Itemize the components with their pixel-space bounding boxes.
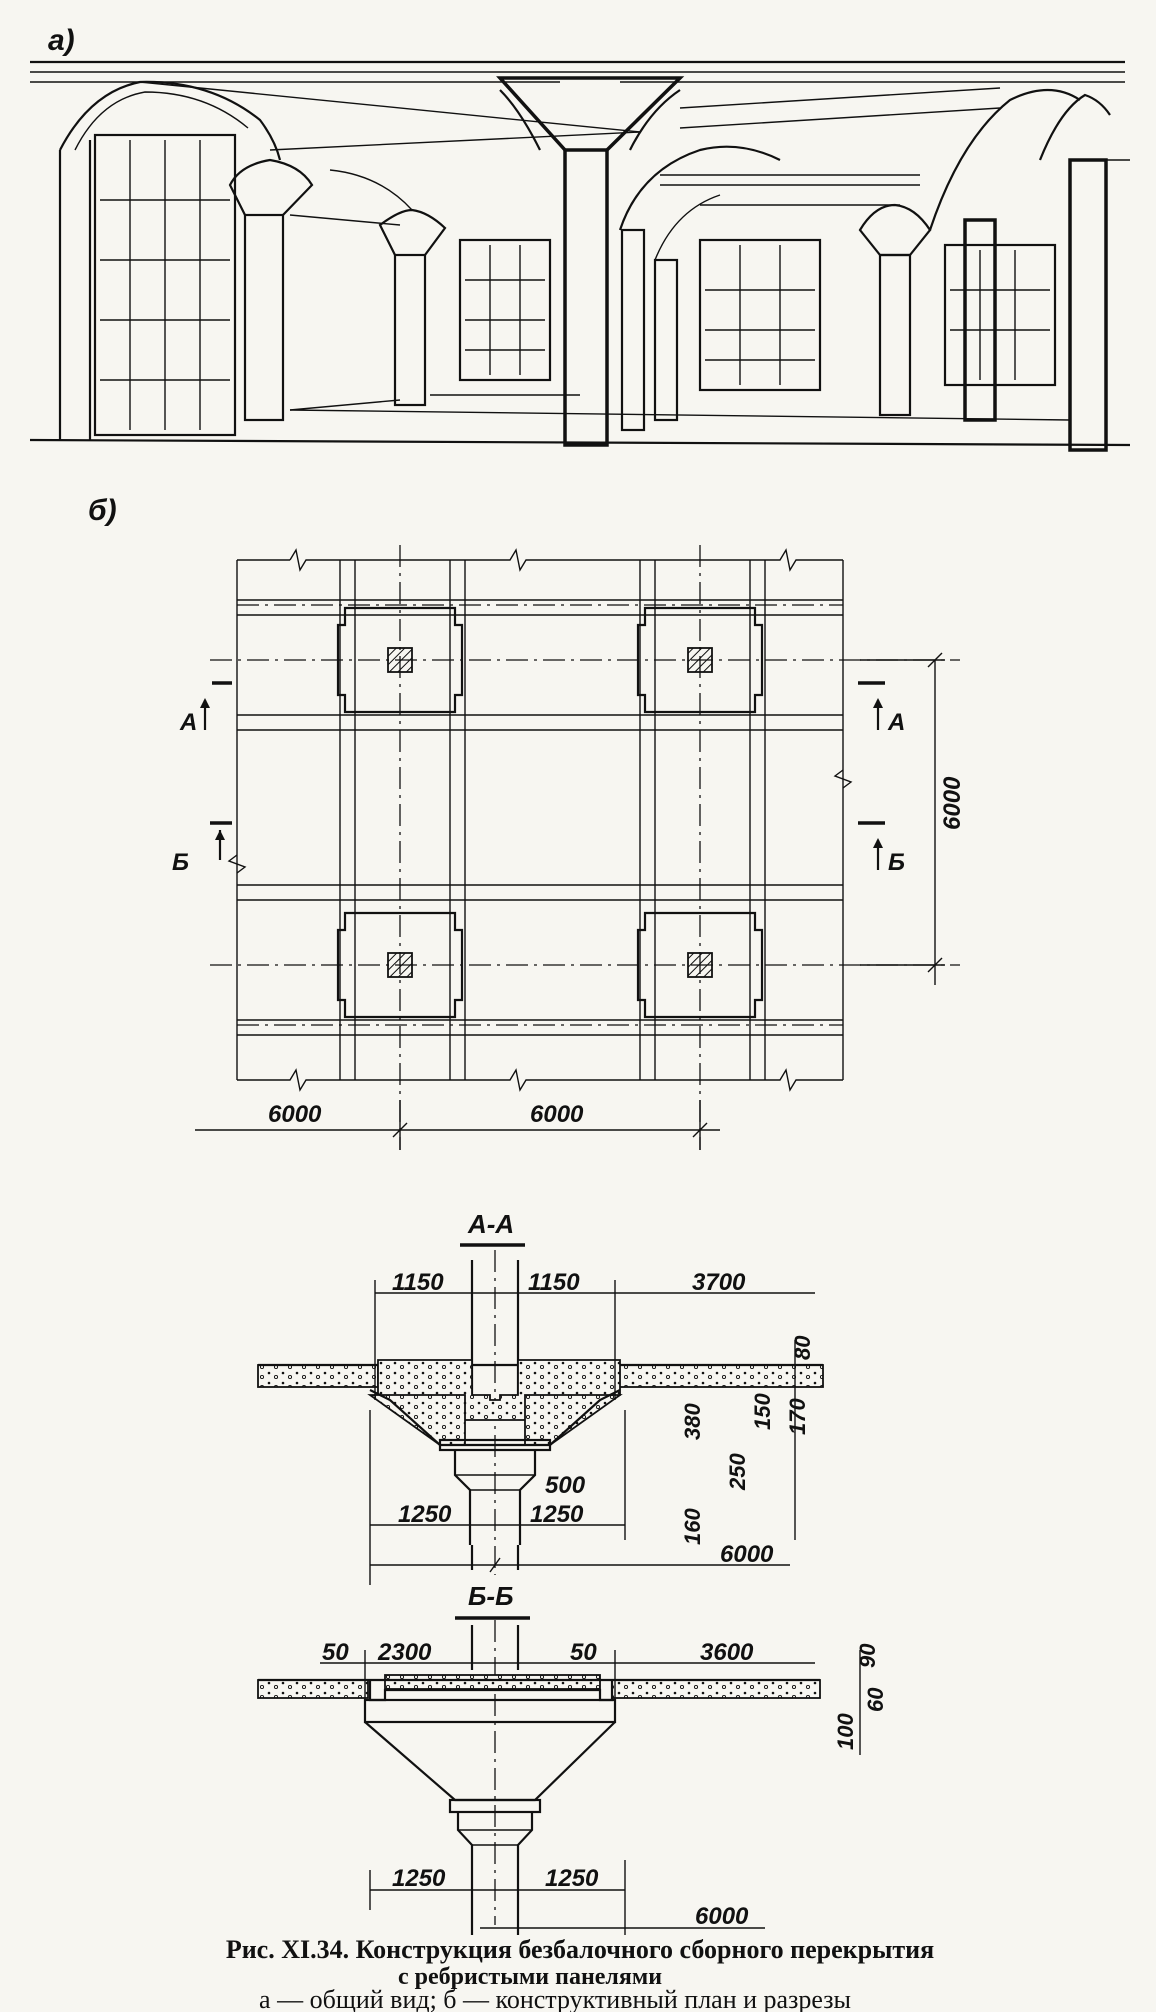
svg-text:1250: 1250 [545, 1865, 599, 1892]
svg-text:3700: 3700 [692, 1269, 746, 1296]
svg-text:160: 160 [680, 1508, 705, 1545]
svg-text:А: А [179, 709, 197, 736]
section-mark-a-left: А [179, 681, 232, 736]
section-bb-title: Б-Б [468, 1581, 513, 1611]
svg-text:2300: 2300 [377, 1639, 432, 1666]
svg-text:170: 170 [785, 1398, 810, 1435]
svg-text:1150: 1150 [528, 1269, 580, 1296]
section-aa-title: А-А [467, 1209, 514, 1239]
svg-text:6000: 6000 [695, 1903, 749, 1930]
perspective-view [29, 60, 1131, 452]
svg-text:60: 60 [863, 1687, 888, 1712]
svg-text:Б: Б [172, 849, 189, 876]
svg-text:1250: 1250 [398, 1501, 452, 1528]
plan-dims-bottom: 6000 6000 [195, 1100, 720, 1150]
plan-dim-right: 6000 [860, 652, 966, 985]
svg-text:6000: 6000 [268, 1101, 322, 1128]
caption-line-3: а — общий вид; б — конструктивный план и… [259, 1985, 851, 2012]
svg-text:1250: 1250 [392, 1865, 446, 1892]
svg-text:150: 150 [750, 1393, 775, 1430]
svg-text:6000: 6000 [530, 1101, 584, 1128]
structural-plan: А Б А Б 6000 [172, 545, 966, 1150]
svg-text:1150: 1150 [392, 1269, 444, 1296]
svg-text:6000: 6000 [939, 776, 966, 830]
caption-line-2: с ребристыми панелями [398, 1964, 662, 1990]
svg-text:380: 380 [680, 1403, 705, 1440]
panel-label-b: б) [88, 494, 117, 527]
panel-label-a: а) [48, 24, 75, 57]
svg-text:50: 50 [570, 1639, 597, 1666]
caption-line-1: Рис. XI.34. Конструкция безбалочного сбо… [226, 1935, 934, 1964]
section-mark-a-right: А [858, 681, 905, 736]
section-aa: А-А 1150 1150 3700 80 150 1 [257, 1209, 824, 1585]
svg-text:80: 80 [790, 1335, 815, 1360]
svg-text:250: 250 [725, 1453, 750, 1491]
svg-text:1250: 1250 [530, 1501, 584, 1528]
svg-text:Б: Б [888, 849, 905, 876]
section-mark-b-left: Б [172, 821, 232, 876]
section-bb: Б-Б 50 2300 50 3600 90 60 100 [257, 1581, 888, 1935]
svg-text:3600: 3600 [700, 1639, 754, 1666]
svg-text:50: 50 [322, 1639, 349, 1666]
svg-text:А: А [887, 709, 905, 736]
svg-text:90: 90 [855, 1643, 880, 1668]
svg-text:100: 100 [833, 1713, 858, 1750]
svg-text:6000: 6000 [720, 1541, 774, 1568]
svg-text:500: 500 [545, 1472, 586, 1499]
section-mark-b-right: Б [858, 821, 905, 876]
